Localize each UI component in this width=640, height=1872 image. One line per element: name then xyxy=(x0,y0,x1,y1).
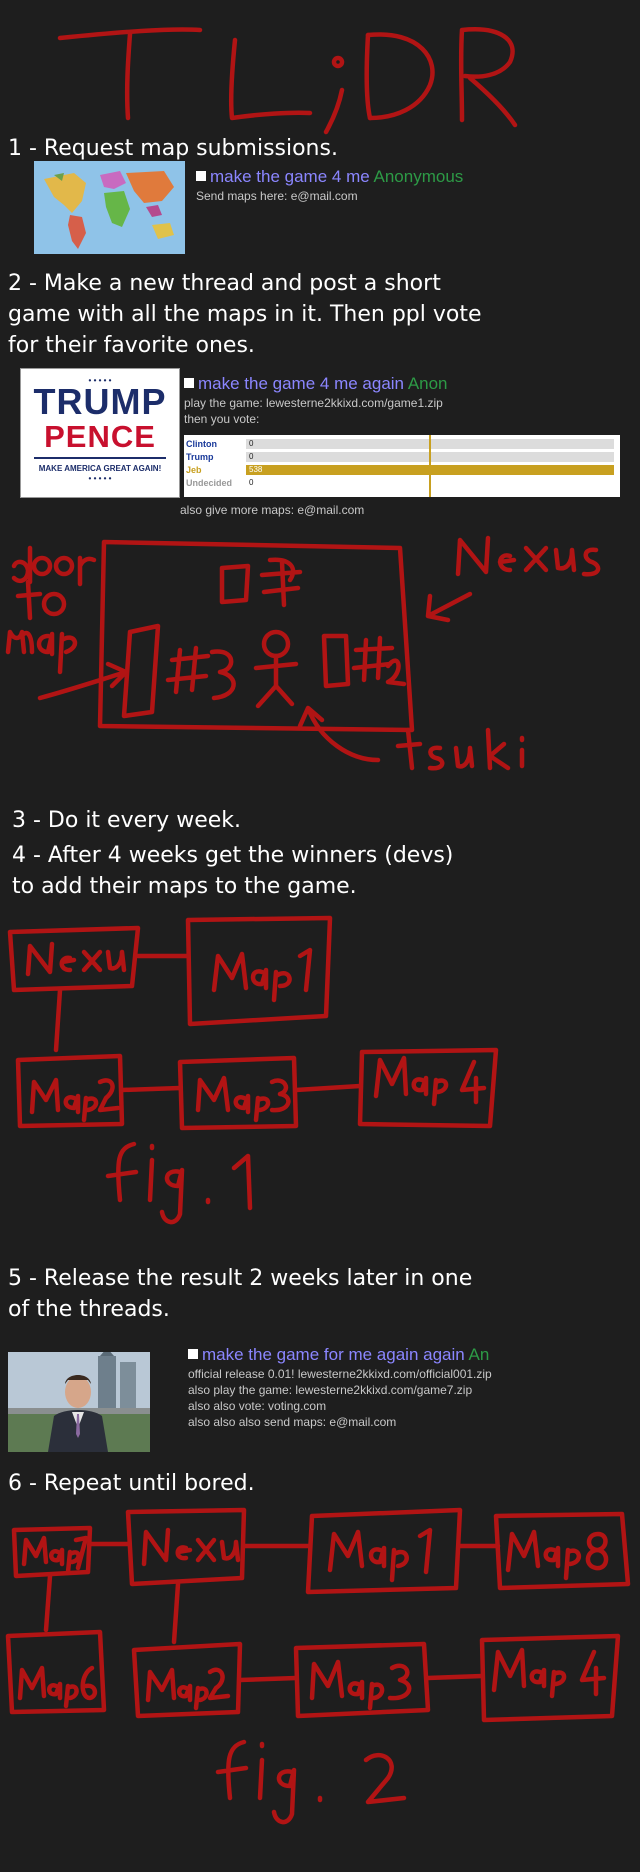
post-author: Anonymous xyxy=(373,167,464,186)
title-handwritten xyxy=(57,27,518,135)
campaign-logo: • • • • • TRUMP PENCE MAKE AMERICA GREAT… xyxy=(20,368,180,498)
post-subject: make the game 4 me again xyxy=(198,374,405,393)
logo-bottom-text: PENCE xyxy=(44,419,156,454)
step-3-text: 3 - Do it every week. xyxy=(12,808,241,833)
fig-1-map-graph xyxy=(7,915,499,1225)
post-author: An xyxy=(468,1345,490,1364)
poll-option: Undecided xyxy=(186,478,233,488)
step-2-text: 2 - Make a new thread and post a short g… xyxy=(8,271,482,358)
post-body-line: also give more maps: e@mail.com xyxy=(180,503,365,517)
post-2-footer: also give more maps: e@mail.com xyxy=(180,502,364,518)
post-subject: make the game for me again again xyxy=(202,1345,465,1364)
nexus-room-sketch xyxy=(5,535,601,771)
post-checkbox[interactable] xyxy=(188,1349,198,1359)
post-checkbox[interactable] xyxy=(196,171,206,181)
logo-top-text: TRUMP xyxy=(33,381,167,422)
poll-table: Clinton 0 Trump 0 Jeb 538 Undecided 0 xyxy=(184,435,620,497)
step-1-text: 1 - Request map submissions. xyxy=(8,136,338,161)
post-1: make the game 4 me Anonymous Send maps h… xyxy=(196,166,463,204)
news-photo-thumbnail xyxy=(8,1352,150,1452)
poll-count: 0 xyxy=(249,439,254,448)
step-5-text: 5 - Release the result 2 weeks later in … xyxy=(8,1266,473,1322)
poll-count: 538 xyxy=(249,465,263,474)
poll-marker-icon xyxy=(429,435,431,497)
post-body-line: official release 0.01! lewesterne2kkixd.… xyxy=(188,1367,492,1381)
post-2: make the game 4 me again Anon play the g… xyxy=(184,373,448,427)
post-body-line: also play the game: lewesterne2kkixd.com… xyxy=(188,1383,473,1397)
step-6-text: 6 - Repeat until bored. xyxy=(8,1471,255,1496)
logo-tagline: MAKE AMERICA GREAT AGAIN! xyxy=(38,464,162,473)
post-body-line: also also vote: voting.com xyxy=(188,1399,327,1413)
post-author: Anon xyxy=(407,374,448,393)
step-4-text: 4 - After 4 weeks get the winners (devs)… xyxy=(12,843,454,899)
post-body-line: play the game: lewesterne2kkixd.com/game… xyxy=(184,396,443,410)
post-body-line: Send maps here: e@mail.com xyxy=(196,189,358,203)
post-subject: make the game 4 me xyxy=(210,167,370,186)
post-checkbox[interactable] xyxy=(184,378,194,388)
post-body-line: also also also send maps: e@mail.com xyxy=(188,1415,397,1429)
world-map-thumbnail xyxy=(34,161,185,254)
poll-option: Clinton xyxy=(186,439,217,449)
poll-option: Trump xyxy=(186,452,214,462)
poll-option: Jeb xyxy=(186,465,202,475)
poll-count: 0 xyxy=(249,478,254,487)
post-body-line: then you vote: xyxy=(184,412,260,426)
poll-count: 0 xyxy=(249,452,254,461)
post-3: make the game for me again again An offi… xyxy=(188,1344,492,1430)
